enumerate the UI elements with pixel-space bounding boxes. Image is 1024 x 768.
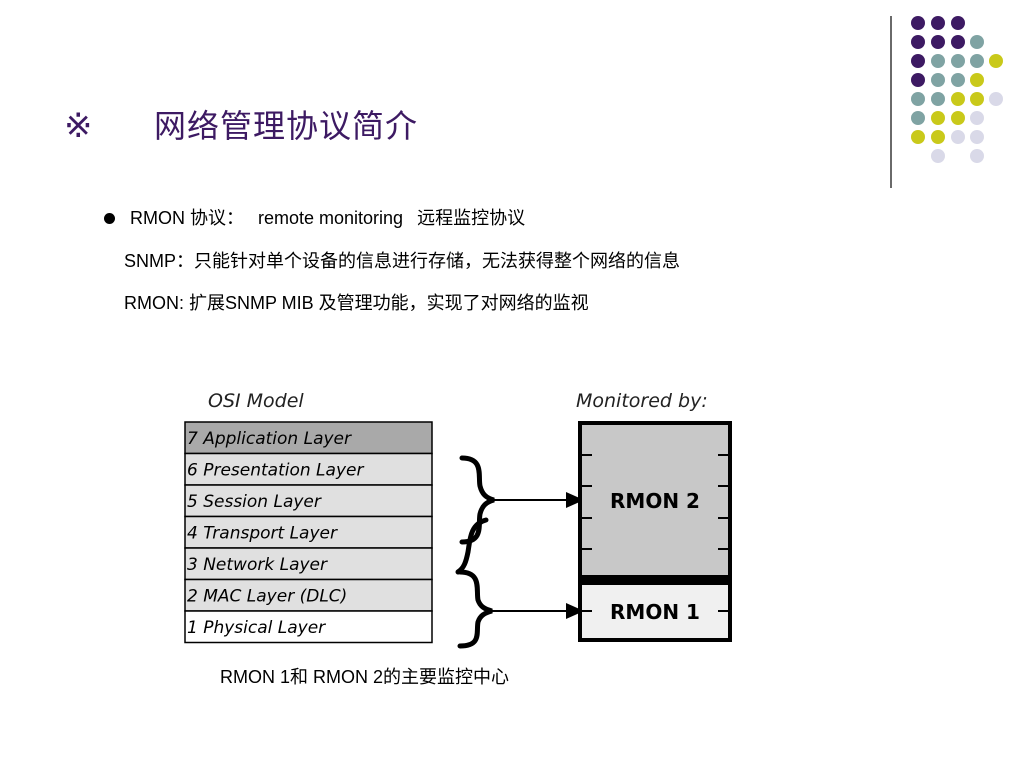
osi-layer-label: 6 Presentation Layer	[187, 461, 364, 481]
bullet-line-rmon-extension: RMON: 扩展SNMP MIB 及管理功能，实现了对网络的监视	[124, 293, 589, 313]
brace-upper-icon	[459, 455, 495, 545]
arrowhead-rmon2-icon	[566, 492, 584, 508]
osi-layer-box	[184, 547, 433, 581]
osi-layer-label: 5 Session Layer	[187, 492, 322, 512]
osi-model-heading: OSI Model	[208, 390, 304, 412]
slide-title: 网络管理协议简介	[154, 107, 419, 145]
osi-layer-label: 2 MAC Layer (DLC)	[187, 587, 347, 607]
rmon2-box	[582, 425, 728, 575]
osi-layer-box	[184, 515, 433, 549]
osi-layer-stack: 7 Application Layer 6 Presentation Layer 5…	[184, 421, 433, 644]
rmon1-label: RMON 1	[610, 600, 700, 624]
brace-connector-icon	[455, 517, 489, 575]
arrowhead-rmon1-icon	[566, 603, 584, 619]
rmon2-label: RMON 2	[610, 489, 700, 513]
osi-layer-box	[184, 484, 433, 518]
osi-layer-box	[184, 610, 433, 644]
rmon-protocol-label: RMON 协议：	[130, 208, 244, 228]
rmon1-box	[582, 585, 728, 638]
brace-lower-icon	[457, 569, 493, 649]
osi-layer-label: 1 Physical Layer	[187, 618, 326, 638]
monitored-by-heading: Monitored by:	[576, 390, 708, 412]
osi-layer-label: 3 Network Layer	[187, 555, 328, 575]
decorative-divider	[890, 16, 892, 188]
osi-layer-label: 7 Application Layer	[187, 429, 352, 449]
bullet-line-snmp: SNMP：只能针对单个设备的信息进行存储，无法获得整个网络的信息	[124, 251, 681, 271]
bullet-dot-icon	[104, 213, 115, 224]
bullet-line-rmon: RMON 协议： remote monitoring 远程监控协议	[130, 207, 525, 229]
rmon-tick-marks	[582, 454, 728, 612]
title-mark: ※	[64, 106, 93, 146]
osi-layer-box	[184, 578, 433, 612]
rmon-chinese-name: 远程监控协议	[417, 208, 526, 228]
diagram-caption: RMON 1和 RMON 2的主要监控中心	[220, 667, 510, 687]
rmon-english-name: remote monitoring	[258, 208, 404, 228]
osi-layer-box	[184, 452, 433, 486]
osi-layer-box	[184, 421, 433, 455]
osi-layer-label: 4 Transport Layer	[187, 524, 338, 544]
